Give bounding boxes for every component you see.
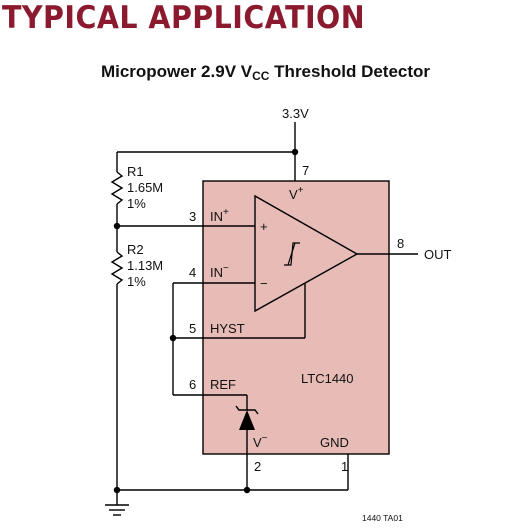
figure-title-subscript: CC: [252, 69, 270, 83]
pin-inplus-label: IN+: [210, 207, 229, 224]
pin-vplus-label: V+: [289, 185, 304, 202]
figure-title-suffix: Threshold Detector: [269, 62, 431, 81]
r2-value: 1.13M: [127, 258, 163, 273]
r1-value: 1.65M: [127, 180, 163, 195]
r2-tolerance: 1%: [127, 274, 146, 289]
output-label: OUT: [424, 247, 452, 262]
figure-id: 1440 TA01: [362, 513, 403, 523]
pin-5-number: 5: [189, 321, 196, 336]
chip-name: LTC1440: [301, 371, 354, 386]
pin-3-number: 3: [189, 209, 196, 224]
pin-vminus-label: V−: [253, 433, 268, 450]
comparator: [254, 194, 359, 313]
hysteresis-symbol-2: [287, 242, 296, 266]
figure-title: Micropower 2.9V VCC Threshold Detector: [0, 62, 531, 83]
zener-diode-icon: [239, 410, 255, 430]
figure-title-prefix: Micropower 2.9V V: [100, 62, 253, 81]
comparator-minus-sign: −: [260, 276, 268, 291]
pin-hyst-label: HYST: [210, 321, 245, 336]
junction-hyst: [169, 334, 177, 342]
pin-8-number: 8: [397, 236, 404, 251]
pin-6-number: 6: [189, 377, 196, 392]
pin-gnd-label: GND: [320, 435, 349, 450]
pin-1-number: 1: [341, 459, 348, 474]
r1-zigzag: [110, 171, 124, 205]
r1-name: R1: [127, 164, 144, 179]
pin-4-number: 4: [189, 265, 196, 280]
junction-bus-zener: [243, 486, 251, 494]
junction-bus-left: [113, 486, 121, 494]
r2-zigzag: [110, 251, 124, 285]
junction-r-mid: [113, 222, 121, 230]
junction-supply: [291, 148, 299, 156]
pin-2-number: 2: [254, 459, 261, 474]
section-heading: TYPICAL APPLICATION: [2, 0, 366, 36]
zener-bar: [235, 405, 259, 415]
supply-label: 3.3V: [282, 106, 309, 121]
comparator-plus-sign: +: [260, 219, 268, 234]
pin-7-number: 7: [302, 163, 309, 178]
pin-inminus-label: IN−: [210, 263, 229, 280]
pin-ref-label: REF: [210, 377, 236, 392]
r1-tolerance: 1%: [127, 196, 146, 211]
r2-name: R2: [127, 242, 144, 257]
